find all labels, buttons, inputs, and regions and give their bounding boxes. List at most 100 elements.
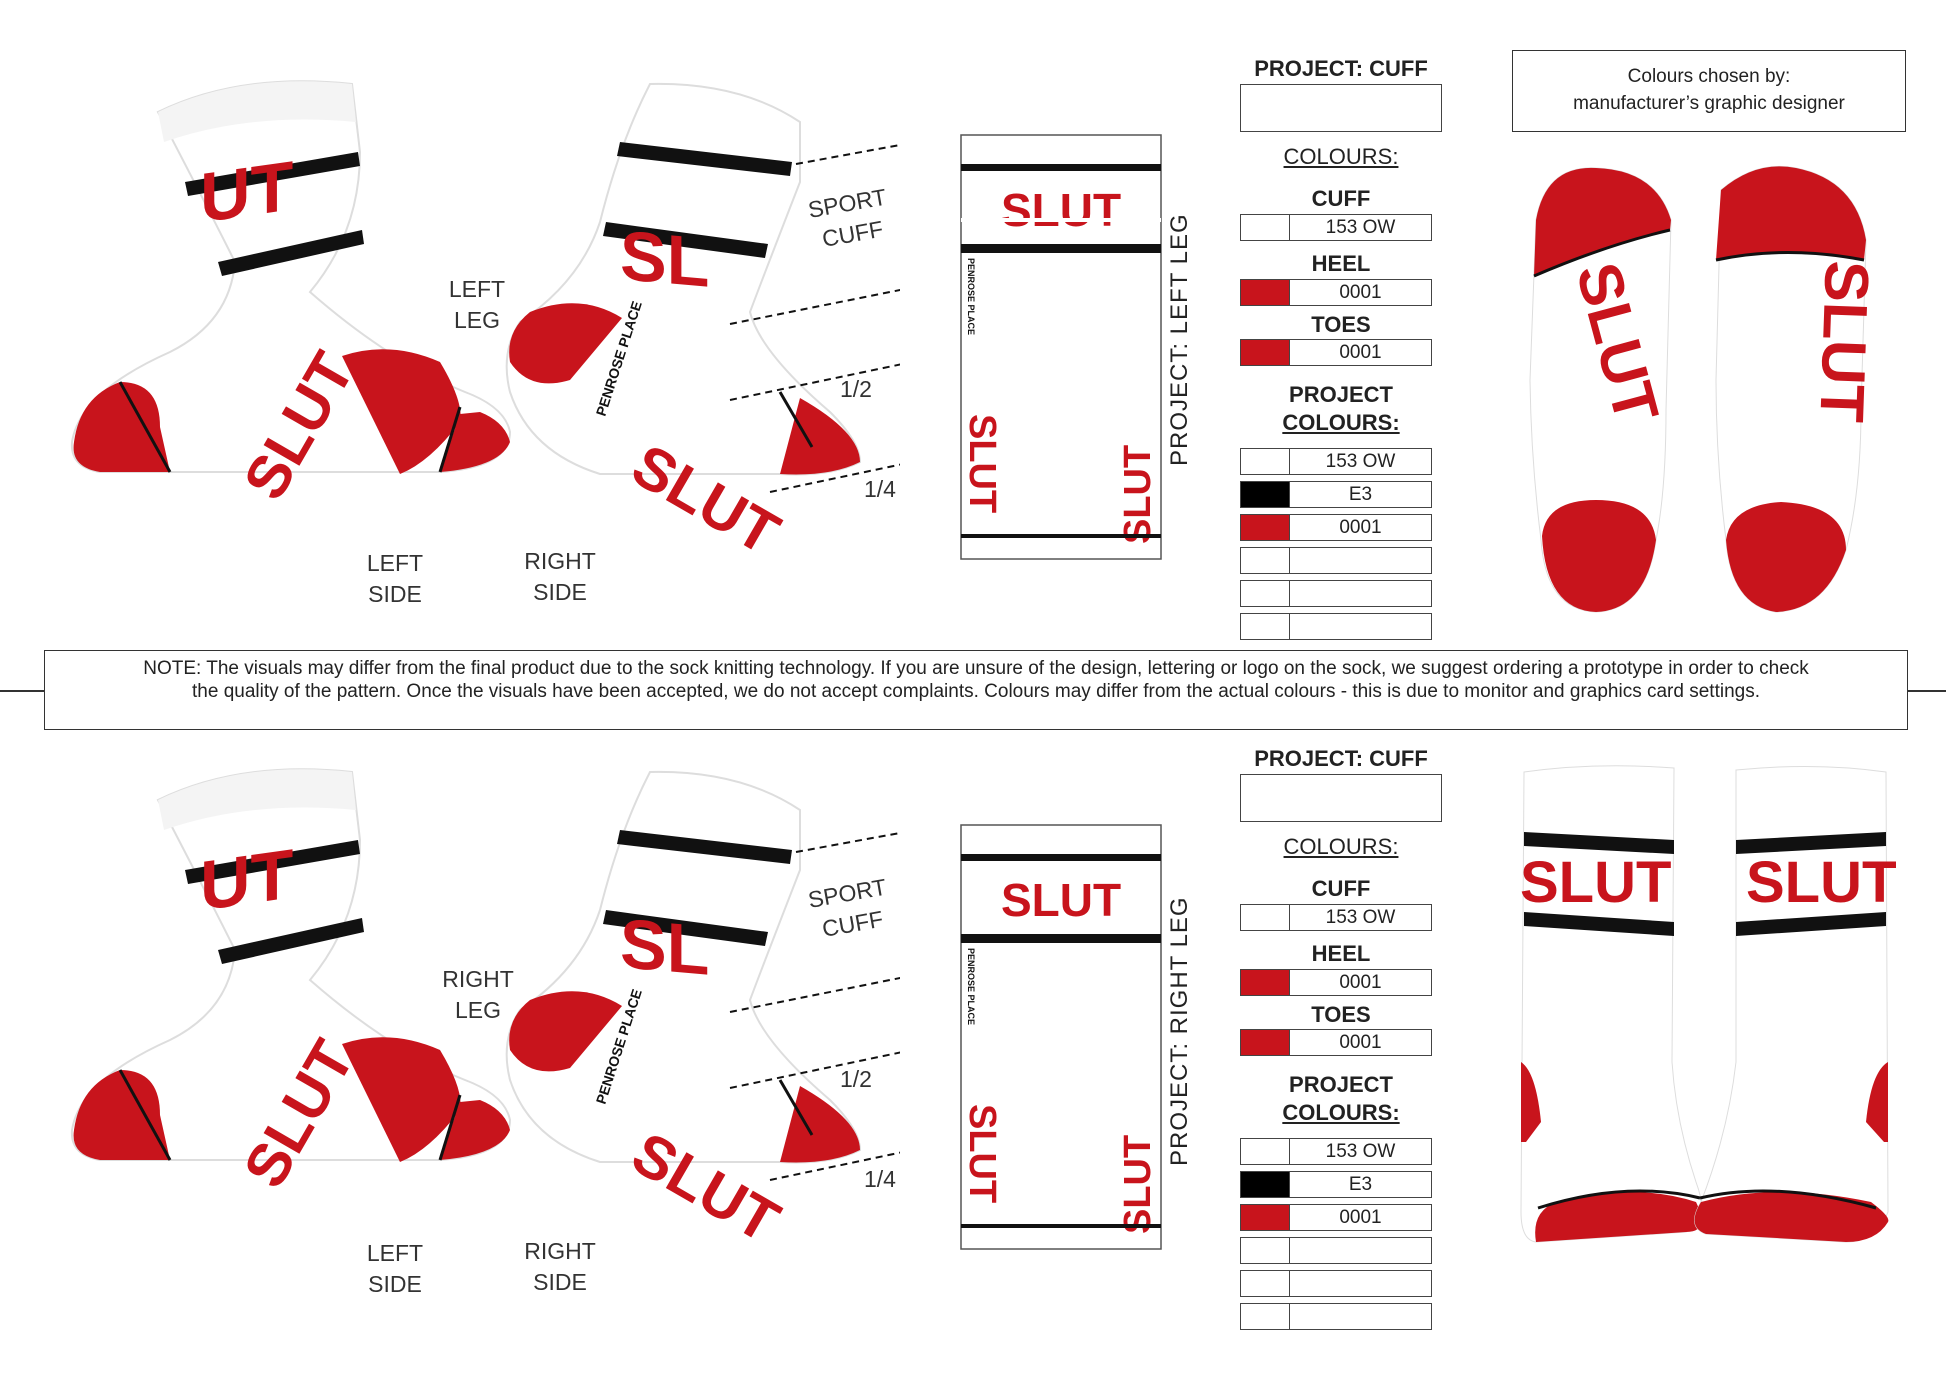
left-cuff-text: UT: [200, 834, 293, 926]
left-side-label: LEFT SIDE: [366, 550, 424, 607]
palette-chip: [1241, 1271, 1290, 1296]
pattern-lower-right-text: SLUT: [1117, 445, 1159, 544]
front-left-text: SLUT: [1520, 850, 1671, 915]
palette-code: 153 OW: [1325, 451, 1396, 472]
leader-lines: [729, 143, 900, 493]
project-name-box[interactable]: [1240, 84, 1442, 132]
toes-label: TOES: [1311, 312, 1371, 337]
palette-swatch[interactable]: [1240, 580, 1432, 607]
pattern-lower-right-text: SLUT: [1117, 1135, 1159, 1234]
palette-chip: [1241, 1139, 1290, 1164]
palette-swatch[interactable]: [1240, 613, 1432, 640]
cuff-swatch[interactable]: 153 OW: [1240, 904, 1432, 931]
cuff-chip: [1241, 905, 1290, 930]
toes-swatch[interactable]: 0001: [1240, 1029, 1432, 1056]
project-title: PROJECT: CUFF: [1254, 56, 1428, 81]
cuff-label: CUFF: [1311, 186, 1371, 211]
project-colours-title: PROJECT COLOURS:: [1282, 1072, 1400, 1125]
palette-swatch[interactable]: [1240, 1270, 1432, 1297]
toes-code: 0001: [1339, 1032, 1382, 1053]
palette-swatch[interactable]: E3: [1240, 1171, 1432, 1198]
cuff-label: CUFF: [1311, 876, 1371, 901]
palette-chip: [1241, 1238, 1290, 1263]
note-line1: NOTE: The visuals may differ from the fi…: [143, 658, 1809, 679]
palette-swatch[interactable]: E3: [1240, 481, 1432, 508]
heel-label: HEEL: [1311, 251, 1371, 276]
palette-swatch[interactable]: [1240, 1237, 1432, 1264]
front-right-text: SLUT: [1746, 850, 1896, 915]
quarter-label: 1/4: [864, 476, 896, 502]
pattern-lower-left-text: SLUT: [961, 414, 1003, 513]
toes-chip: [1241, 340, 1290, 365]
palette-code: E3: [1348, 484, 1373, 505]
right-side-sock: SL PENROSE PLACE SLUT: [505, 82, 862, 568]
palette-code: [1290, 1271, 1431, 1296]
palette-chip: [1241, 515, 1290, 540]
left-side-sock: UT SLUT: [70, 768, 512, 1198]
front-left-sock: SLUT: [1520, 765, 1703, 1243]
project-title: PROJECT: CUFF: [1254, 746, 1428, 771]
heel-swatch[interactable]: 0001: [1240, 969, 1432, 996]
cuff-swatch[interactable]: 153 OW: [1240, 214, 1432, 241]
palette-swatch[interactable]: [1240, 1303, 1432, 1330]
palette-code: 153 OW: [1325, 1141, 1396, 1162]
palette-swatch[interactable]: 0001: [1240, 1204, 1432, 1231]
pattern-logo: PENROSE PLACE: [966, 948, 976, 1025]
leader-lines: [729, 831, 900, 1181]
cuff-code: 153 OW: [1325, 907, 1396, 928]
right-side-label: RIGHT SIDE: [524, 548, 596, 605]
cuff-chip: [1241, 215, 1290, 240]
sole-right: SLUT: [1715, 165, 1876, 613]
left-side-sock: UT SLUT: [70, 80, 512, 510]
palette-swatch[interactable]: 0001: [1240, 514, 1432, 541]
note-line2: the quality of the pattern. Once the vis…: [192, 681, 1760, 702]
pattern-lower-left-text: SLUT: [961, 1104, 1003, 1203]
flat-pattern: SLUT PENROSE PLACE SLUT SLUT: [960, 824, 1162, 1250]
palette-chip: [1241, 581, 1290, 606]
palette-chip: [1241, 548, 1290, 573]
half-label: 1/2: [840, 376, 872, 402]
palette-code: [1290, 548, 1431, 573]
right-leg-sock-illustration: UT SLUT SL PENROSE PLACE SLUT: [70, 768, 900, 1256]
sole-left: SLUT: [1529, 167, 1672, 613]
pattern-cuff-text: SLUT: [1001, 874, 1121, 926]
palette-code: [1290, 614, 1431, 639]
pattern-cuff-text: SLUT: [1001, 184, 1121, 236]
palette-code: [1290, 581, 1431, 606]
toes-label: TOES: [1311, 1002, 1371, 1027]
palette-chip: [1241, 1304, 1290, 1329]
colours-title: COLOURS:: [1283, 834, 1399, 859]
palette-swatch[interactable]: 153 OW: [1240, 1138, 1432, 1165]
heel-code: 0001: [1339, 282, 1382, 303]
palette-chip: [1241, 614, 1290, 639]
palette-swatch[interactable]: [1240, 547, 1432, 574]
project-name-box[interactable]: [1240, 774, 1442, 822]
toes-swatch[interactable]: 0001: [1240, 339, 1432, 366]
colours-title: COLOURS:: [1283, 144, 1399, 169]
right-cuff-text: SL: [620, 216, 709, 302]
sole-right-text: SLUT: [1806, 260, 1876, 424]
palette-chip: [1241, 1172, 1290, 1197]
right-cuff-text: SL: [620, 904, 709, 990]
palette-chip: [1241, 1205, 1290, 1230]
quarter-label: 1/4: [864, 1166, 896, 1192]
right-side-label: RIGHT SIDE: [524, 1238, 596, 1295]
sole-view-pair: SLUT SLUT: [1529, 165, 1876, 613]
heel-code: 0001: [1339, 972, 1382, 993]
palette-code: [1290, 1304, 1431, 1329]
front-right-sock: SLUT: [1694, 765, 1896, 1243]
palette-code: [1290, 1238, 1431, 1263]
heel-swatch[interactable]: 0001: [1240, 279, 1432, 306]
toes-code: 0001: [1339, 342, 1382, 363]
project-vertical-label: PROJECT: LEFT LEG: [1166, 213, 1193, 466]
left-cuff-text: UT: [200, 146, 293, 238]
leg-label: RIGHT LEG: [442, 966, 514, 1023]
colours-chosen-line2: manufacturer’s graphic designer: [1573, 93, 1845, 114]
palette-swatch[interactable]: 153 OW: [1240, 448, 1432, 475]
palette-code: 0001: [1339, 1207, 1382, 1228]
front-view-pair: SLUT SLUT: [1520, 765, 1896, 1243]
palette-code: 0001: [1339, 517, 1382, 538]
leg-label: LEFT LEG: [448, 276, 506, 333]
heel-chip: [1241, 970, 1290, 995]
heel-chip: [1241, 280, 1290, 305]
